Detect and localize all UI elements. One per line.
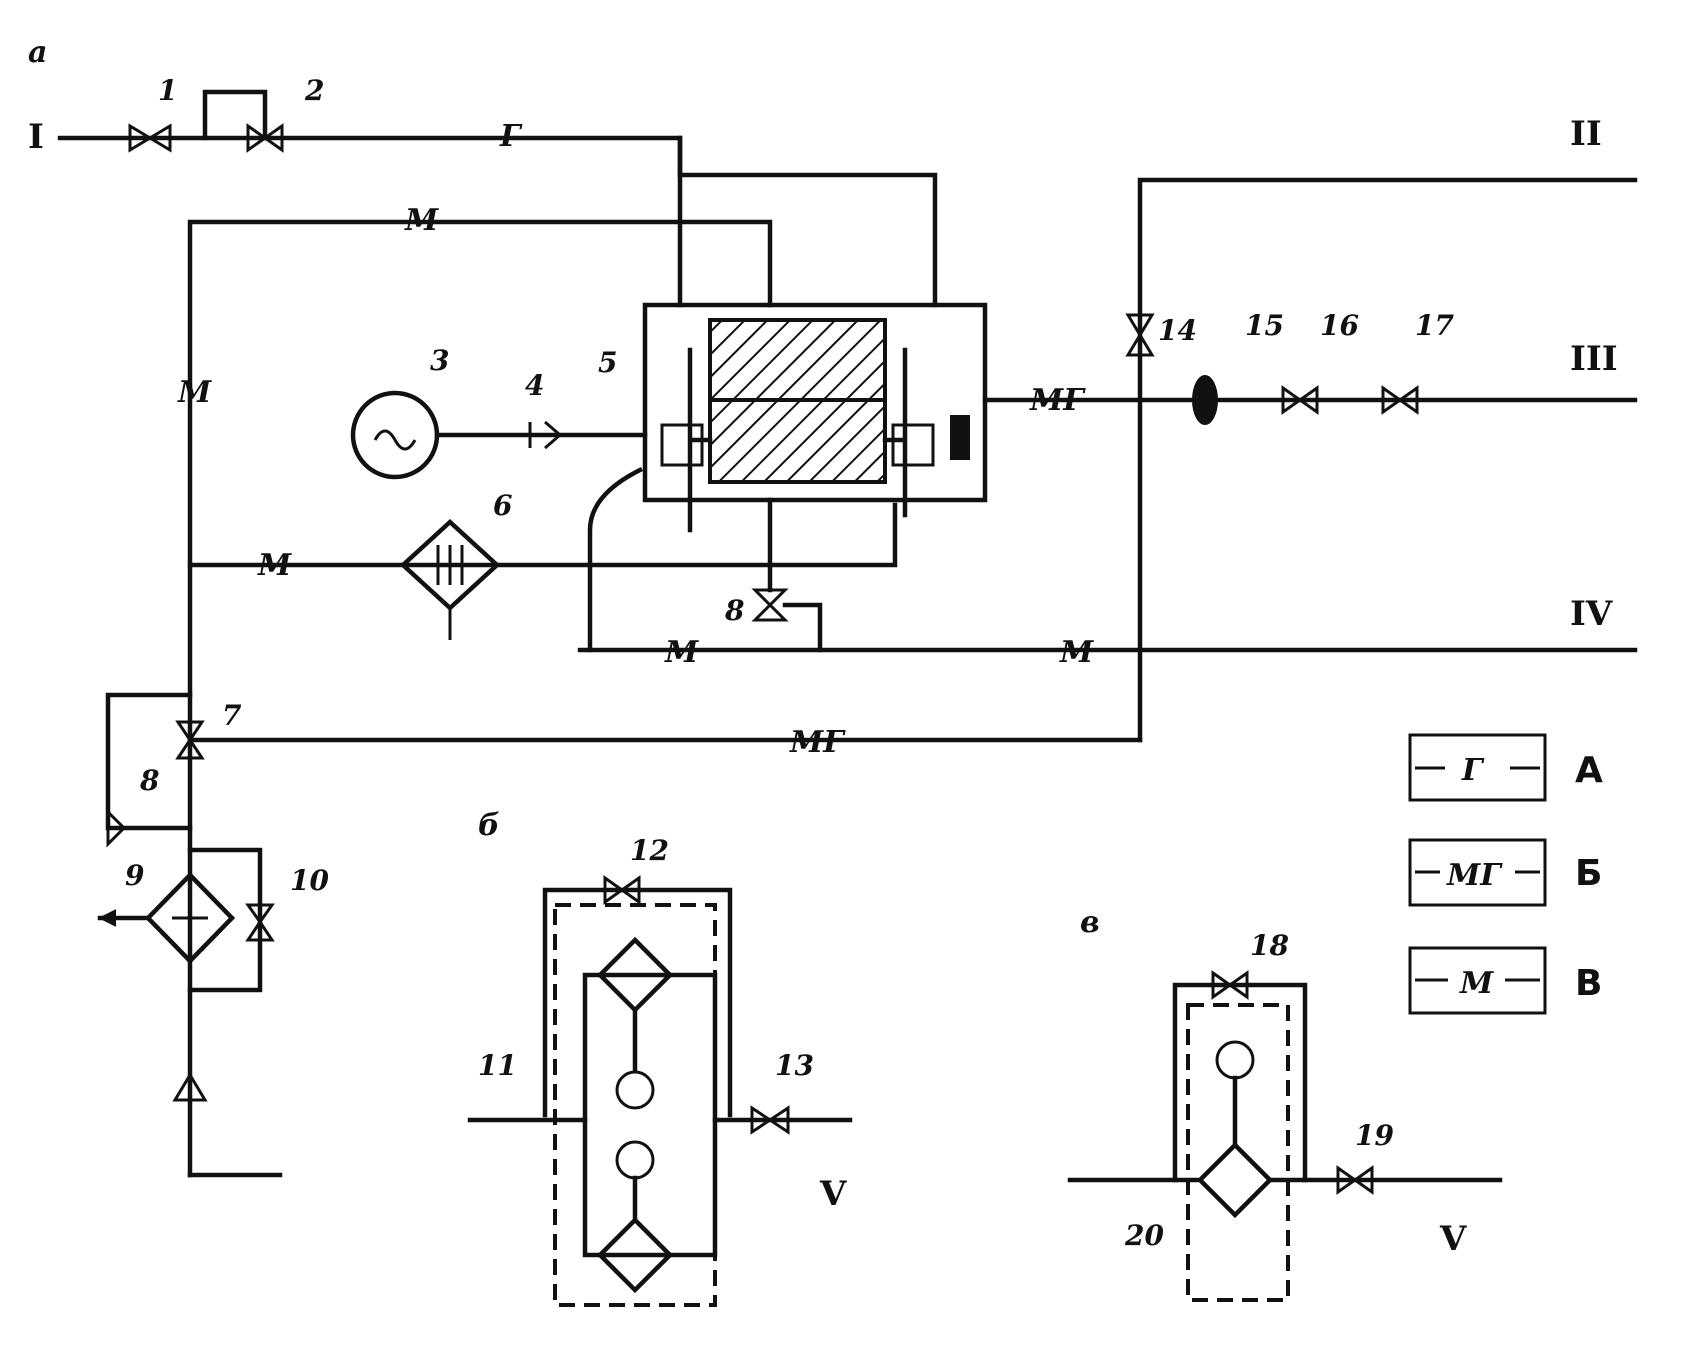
line-code-m-top: М — [404, 203, 439, 238]
unit-5-housing — [642, 302, 988, 503]
separator-15 — [1192, 375, 1218, 425]
valve-17 — [1381, 385, 1419, 415]
panel-label-v: в — [1080, 905, 1100, 940]
line-code-mg-right: МГ — [1029, 383, 1086, 418]
panel-b-inner-loop — [582, 972, 718, 1258]
legend-code-g: Г — [1461, 753, 1485, 788]
line-code-mg-lower: МГ — [789, 725, 846, 760]
valve-13 — [750, 1105, 790, 1135]
valve-8-upper — [106, 808, 127, 848]
legend-letter-b: Б — [1575, 853, 1602, 894]
number-5: 5 — [598, 346, 617, 379]
outlet-V-v: V — [1439, 1219, 1467, 1259]
line-code-m-cooler: М — [257, 548, 292, 583]
oil-main-loop — [187, 219, 773, 1178]
number-13: 13 — [775, 1049, 814, 1082]
legend: Г А МГ Б М В — [1408, 733, 1603, 1015]
valve-2 — [246, 123, 284, 153]
panel-label-a: a — [28, 35, 47, 70]
valve-14 — [1125, 313, 1155, 357]
motor-3 — [350, 390, 440, 480]
thrust-block — [950, 415, 970, 460]
legend-box-g — [1408, 733, 1547, 802]
panel-a-diagram: a I Г 1 2 М М 5 — [28, 35, 1638, 1178]
valve-8-lower — [751, 588, 789, 622]
number-10: 10 — [290, 864, 329, 897]
bearing-left — [660, 423, 704, 467]
panel-b-dashed-frame — [553, 903, 717, 1307]
gas-line — [57, 135, 683, 178]
panel-v-outer-loop — [1172, 982, 1308, 1183]
coupling-4 — [528, 420, 563, 450]
bearing-right — [891, 423, 935, 467]
number-15: 15 — [1245, 309, 1284, 342]
panel-v-motor — [1215, 1040, 1255, 1080]
legend-code-m: М — [1459, 966, 1494, 1001]
valve-1 — [128, 123, 172, 153]
legend-letter-v: В — [1575, 963, 1602, 1004]
legend-box-m — [1408, 946, 1547, 1015]
line-code-m-lower1: М — [664, 635, 699, 670]
inlet-I: I — [28, 117, 44, 157]
number-6: 6 — [493, 489, 512, 522]
mg-riser-to-II — [1137, 177, 1638, 743]
valve-10 — [245, 903, 275, 942]
motor-3-sine — [373, 429, 417, 451]
gas-to-unit-pipe — [677, 172, 938, 308]
valve-18 — [1211, 970, 1249, 1000]
valve-12 — [603, 875, 641, 905]
number-14: 14 — [1158, 314, 1197, 347]
drain-to-IV — [782, 602, 823, 653]
valve-19 — [1336, 1165, 1374, 1195]
number-3: 3 — [430, 344, 449, 377]
number-19: 19 — [1355, 1119, 1394, 1152]
unit-5-shaft-lines — [687, 347, 908, 533]
number-12: 12 — [630, 834, 669, 867]
panel-b-outer-loop — [542, 887, 733, 1118]
panel-v-dashed-frame — [1186, 1003, 1290, 1302]
bypass-loop-8 — [105, 692, 193, 831]
outlet-III: III — [1570, 339, 1618, 379]
line-code-m-left: М — [177, 375, 212, 410]
panel-label-b: б — [478, 808, 500, 843]
number-1: 1 — [158, 74, 177, 107]
panel-b-motor-top — [615, 1070, 655, 1110]
number-11: 11 — [478, 1049, 517, 1082]
number-4: 4 — [525, 369, 544, 402]
number-8b: 8 — [724, 594, 744, 627]
check-valve-inlet — [172, 1072, 208, 1102]
number-2: 2 — [304, 74, 324, 107]
valve-7 — [175, 720, 205, 760]
unit-5-lower-block — [708, 398, 887, 484]
panel-b-motor-bottom — [615, 1140, 655, 1180]
outlet-IV: IV — [1570, 594, 1613, 634]
legend-letter-a: А — [1575, 750, 1603, 791]
filter-bypass-10 — [187, 847, 263, 993]
filter-20 — [1196, 1141, 1274, 1219]
outlet-II: II — [1570, 114, 1602, 154]
outlet-V-b: V — [819, 1174, 847, 1214]
number-16: 16 — [1320, 309, 1359, 342]
panel-b-filter-bottom — [596, 1216, 674, 1294]
unit-5-upper-block — [708, 318, 887, 402]
line-code-m-lower2: М — [1059, 635, 1094, 670]
number-18: 18 — [1250, 929, 1289, 962]
filter-9 — [144, 871, 236, 965]
line-code-g: Г — [499, 119, 523, 154]
number-8a: 8 — [139, 764, 159, 797]
panel-v-diagram: в 18 19 20 V — [1067, 905, 1503, 1302]
legend-box-mg — [1408, 838, 1547, 907]
number-7: 7 — [222, 699, 242, 732]
number-17: 17 — [1415, 309, 1454, 342]
legend-code-mg: МГ — [1446, 858, 1503, 893]
cooler-6 — [399, 518, 501, 640]
valve-16 — [1281, 385, 1319, 415]
number-9: 9 — [125, 859, 144, 892]
panel-b-diagram: б 12 13 11 V — [467, 808, 853, 1307]
oil-return-branch — [587, 466, 644, 653]
number-20: 20 — [1124, 1219, 1164, 1252]
gas-bypass-loop — [202, 89, 268, 141]
oil-cooler-line — [187, 502, 898, 568]
